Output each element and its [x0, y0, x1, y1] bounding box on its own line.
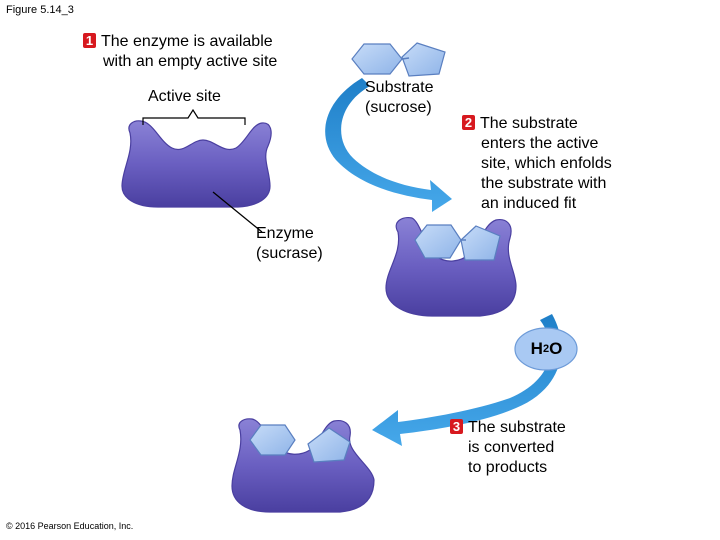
arrow-substrate-to-enzyme [325, 78, 452, 212]
step-1-line-2: with an empty active site [103, 53, 278, 70]
step-3-line-2: is converted [468, 439, 555, 456]
enzyme-with-substrate [385, 217, 517, 317]
step-2-line-5: an induced fit [481, 195, 577, 212]
water-h: H [530, 339, 543, 358]
step-1-badge: 1 [83, 33, 96, 48]
arrow-enzyme-to-products [372, 314, 562, 446]
enzyme-label: Enzyme (sucrase) [256, 224, 323, 264]
step-1-text: 1 The enzyme is available with an empty a… [83, 32, 277, 72]
step-3-line-3: to products [468, 459, 548, 476]
step-3-badge: 3 [450, 419, 463, 434]
enzyme-pointer-line [212, 191, 263, 233]
step-3-text: 3 The substrate is converted to products [450, 418, 566, 478]
substrate-label: Substrate (sucrose) [365, 78, 433, 118]
step-2-line-3: site, which enfolds [481, 155, 612, 172]
enzyme-label-line-2: (sucrase) [256, 245, 323, 262]
active-site-bracket [142, 108, 246, 125]
step-2-line-2: enters the active [481, 135, 599, 152]
enzyme-empty [121, 120, 272, 208]
step-2-line-1: The substrate [480, 115, 578, 132]
copyright-notice: © 2016 Pearson Education, Inc. [6, 521, 134, 531]
active-site-label: Active site [148, 88, 221, 105]
step-2-badge: 2 [462, 115, 475, 130]
substrate-label-line-2: (sucrose) [365, 99, 432, 116]
water-ellipse [514, 327, 578, 371]
step-2-text: 2 The substrate enters the active site, w… [462, 114, 612, 214]
substrate-label-line-1: Substrate [365, 79, 434, 96]
water-o: O [549, 339, 563, 358]
step-1-line-1: The enzyme is available [101, 33, 273, 50]
water-subscript: 2 [542, 343, 550, 355]
enzyme-label-line-1: Enzyme [256, 225, 314, 242]
step-3-line-1: The substrate [468, 419, 566, 436]
figure-label: Figure 5.14_3 [6, 4, 74, 16]
substrate-sucrose [351, 42, 446, 77]
step-2-line-4: the substrate with [481, 175, 607, 192]
enzyme-with-products [231, 418, 375, 513]
